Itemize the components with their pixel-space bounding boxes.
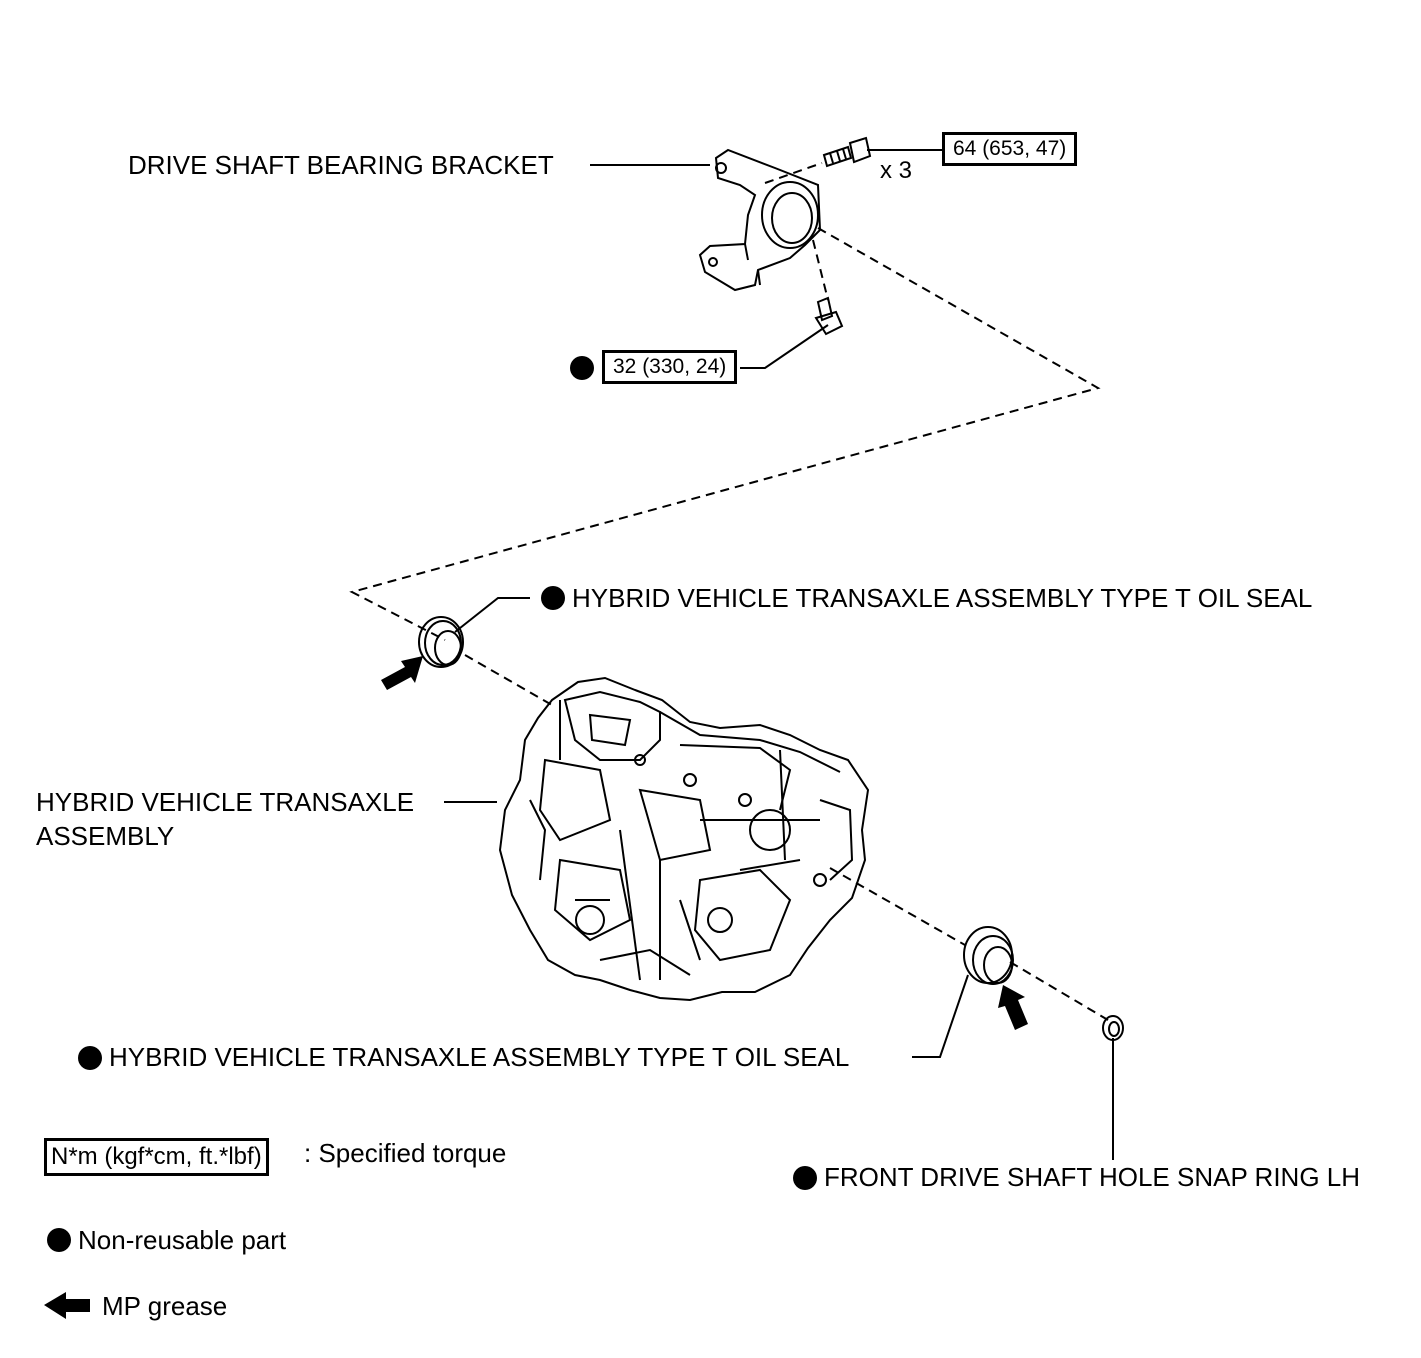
leader-lines — [444, 149, 1114, 1160]
legend-non-reusable-icon — [47, 1228, 71, 1252]
snap-ring — [1102, 1015, 1124, 1041]
non-reusable-icon — [793, 1166, 817, 1190]
upper-oil-seal — [418, 616, 464, 668]
lower-bolt — [814, 296, 844, 336]
transaxle-assembly — [498, 676, 870, 1002]
drive-shaft-bearing-bracket — [698, 148, 822, 292]
torque-box-bracket-bolt: 64 (653, 47) — [942, 132, 1078, 166]
non-reusable-icon — [78, 1046, 102, 1070]
grease-arrow-lower-icon — [998, 985, 1028, 1030]
torque-box-lower-bolt: 32 (330, 24) — [602, 350, 738, 384]
label-transaxle-assembly-line1: HYBRID VEHICLE TRANSAXLE — [36, 787, 415, 817]
label-bolt-quantity: x 3 — [880, 157, 913, 184]
lower-oil-seal — [963, 926, 1014, 985]
label-transaxle-assembly-line2: ASSEMBLY — [36, 821, 175, 851]
legend-torque-box: N*m (kgf*cm, ft.*lbf) — [44, 1138, 269, 1176]
assembly-dashed-lines — [349, 162, 1109, 1021]
label-drive-shaft-bearing-bracket: DRIVE SHAFT BEARING BRACKET — [128, 150, 554, 180]
label-snap-ring: FRONT DRIVE SHAFT HOLE SNAP RING LH — [824, 1162, 1360, 1192]
bracket-bolt — [822, 136, 872, 168]
legend-torque-text: : Specified torque — [304, 1138, 507, 1168]
grease-arrow-upper-icon — [381, 656, 423, 690]
label-lower-oil-seal: HYBRID VEHICLE TRANSAXLE ASSEMBLY TYPE T… — [109, 1042, 850, 1072]
label-upper-oil-seal: HYBRID VEHICLE TRANSAXLE ASSEMBLY TYPE T… — [572, 583, 1313, 613]
non-reusable-icon — [570, 356, 594, 380]
legend-non-reusable-text: Non-reusable part — [78, 1225, 287, 1255]
non-reusable-icon — [541, 586, 565, 610]
legend-mp-grease-text: MP grease — [102, 1291, 228, 1321]
legend-arrow-icon — [44, 1292, 90, 1319]
